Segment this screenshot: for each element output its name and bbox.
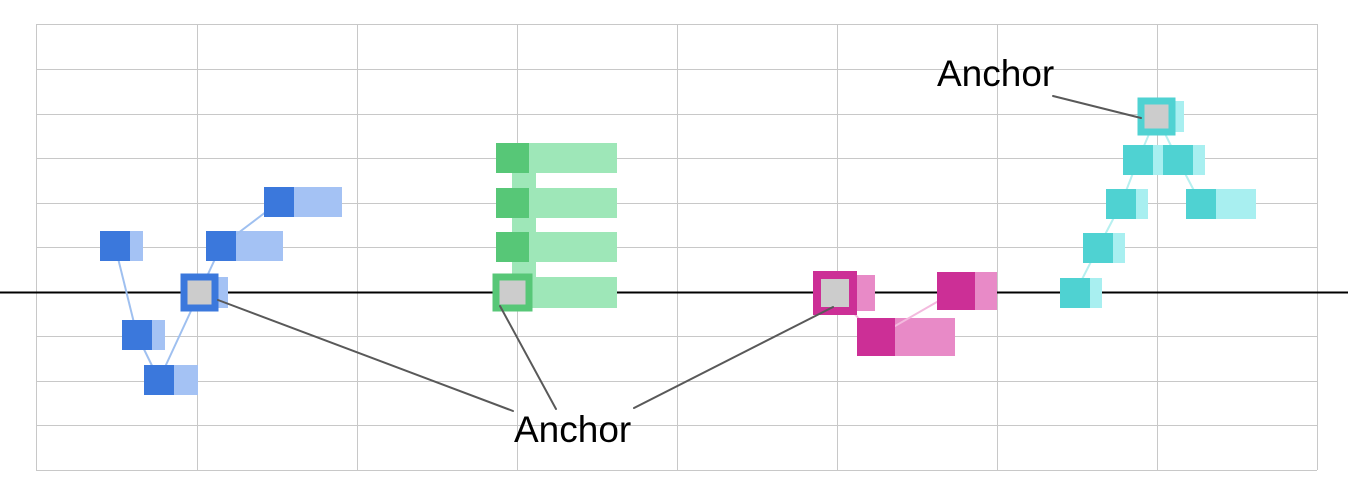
node-bar [152,320,165,350]
cluster-node[interactable] [206,231,236,261]
cluster-node[interactable] [496,232,529,262]
cluster-node[interactable] [496,143,529,173]
anchor-leader-line [217,299,514,412]
cluster-node[interactable] [1106,189,1136,219]
anchor-leader-line [1052,95,1142,119]
anchor-node[interactable] [492,273,533,312]
clusters-layer [100,97,1256,395]
anchor-leader-line [633,306,834,409]
node-bar [529,143,617,173]
cluster-node[interactable] [100,231,130,261]
node-bar [853,275,875,311]
node-bar [1090,278,1102,308]
cluster-node[interactable] [122,320,152,350]
anchor-text-label: Anchor [514,409,631,450]
node-bar [895,318,955,356]
node-bar [529,232,617,262]
anchor-node[interactable] [1137,97,1176,136]
node-bar [1153,145,1165,175]
cluster-node[interactable] [1060,278,1090,308]
cyan-cluster [1060,97,1256,308]
node-bar [1193,145,1205,175]
node-bar [975,272,997,310]
anchor-node[interactable] [813,271,857,315]
grid-layer [36,24,1318,471]
cluster-node[interactable] [1083,233,1113,263]
leader-lines-layer [217,95,1142,412]
node-bar [1136,189,1148,219]
node-bar [529,277,617,308]
cluster-node[interactable] [857,318,895,356]
node-bar [529,188,617,218]
green-cluster [492,143,617,312]
blue-cluster [100,187,342,395]
cluster-node[interactable] [937,272,975,310]
anchor-text-label: Anchor [937,53,1054,94]
node-bar [294,187,342,217]
anchor-leader-line [499,305,557,410]
node-bar [236,231,283,261]
node-bar [1113,233,1125,263]
node-bar [130,231,143,261]
cluster-node[interactable] [1186,189,1216,219]
node-bar [1216,189,1256,219]
cluster-node[interactable] [264,187,294,217]
cluster-node[interactable] [1163,145,1193,175]
anchor-node[interactable] [180,273,219,312]
node-bar [174,365,198,395]
pink-cluster [813,271,997,356]
cluster-node[interactable] [144,365,174,395]
cluster-node[interactable] [1123,145,1153,175]
cluster-node[interactable] [496,188,529,218]
